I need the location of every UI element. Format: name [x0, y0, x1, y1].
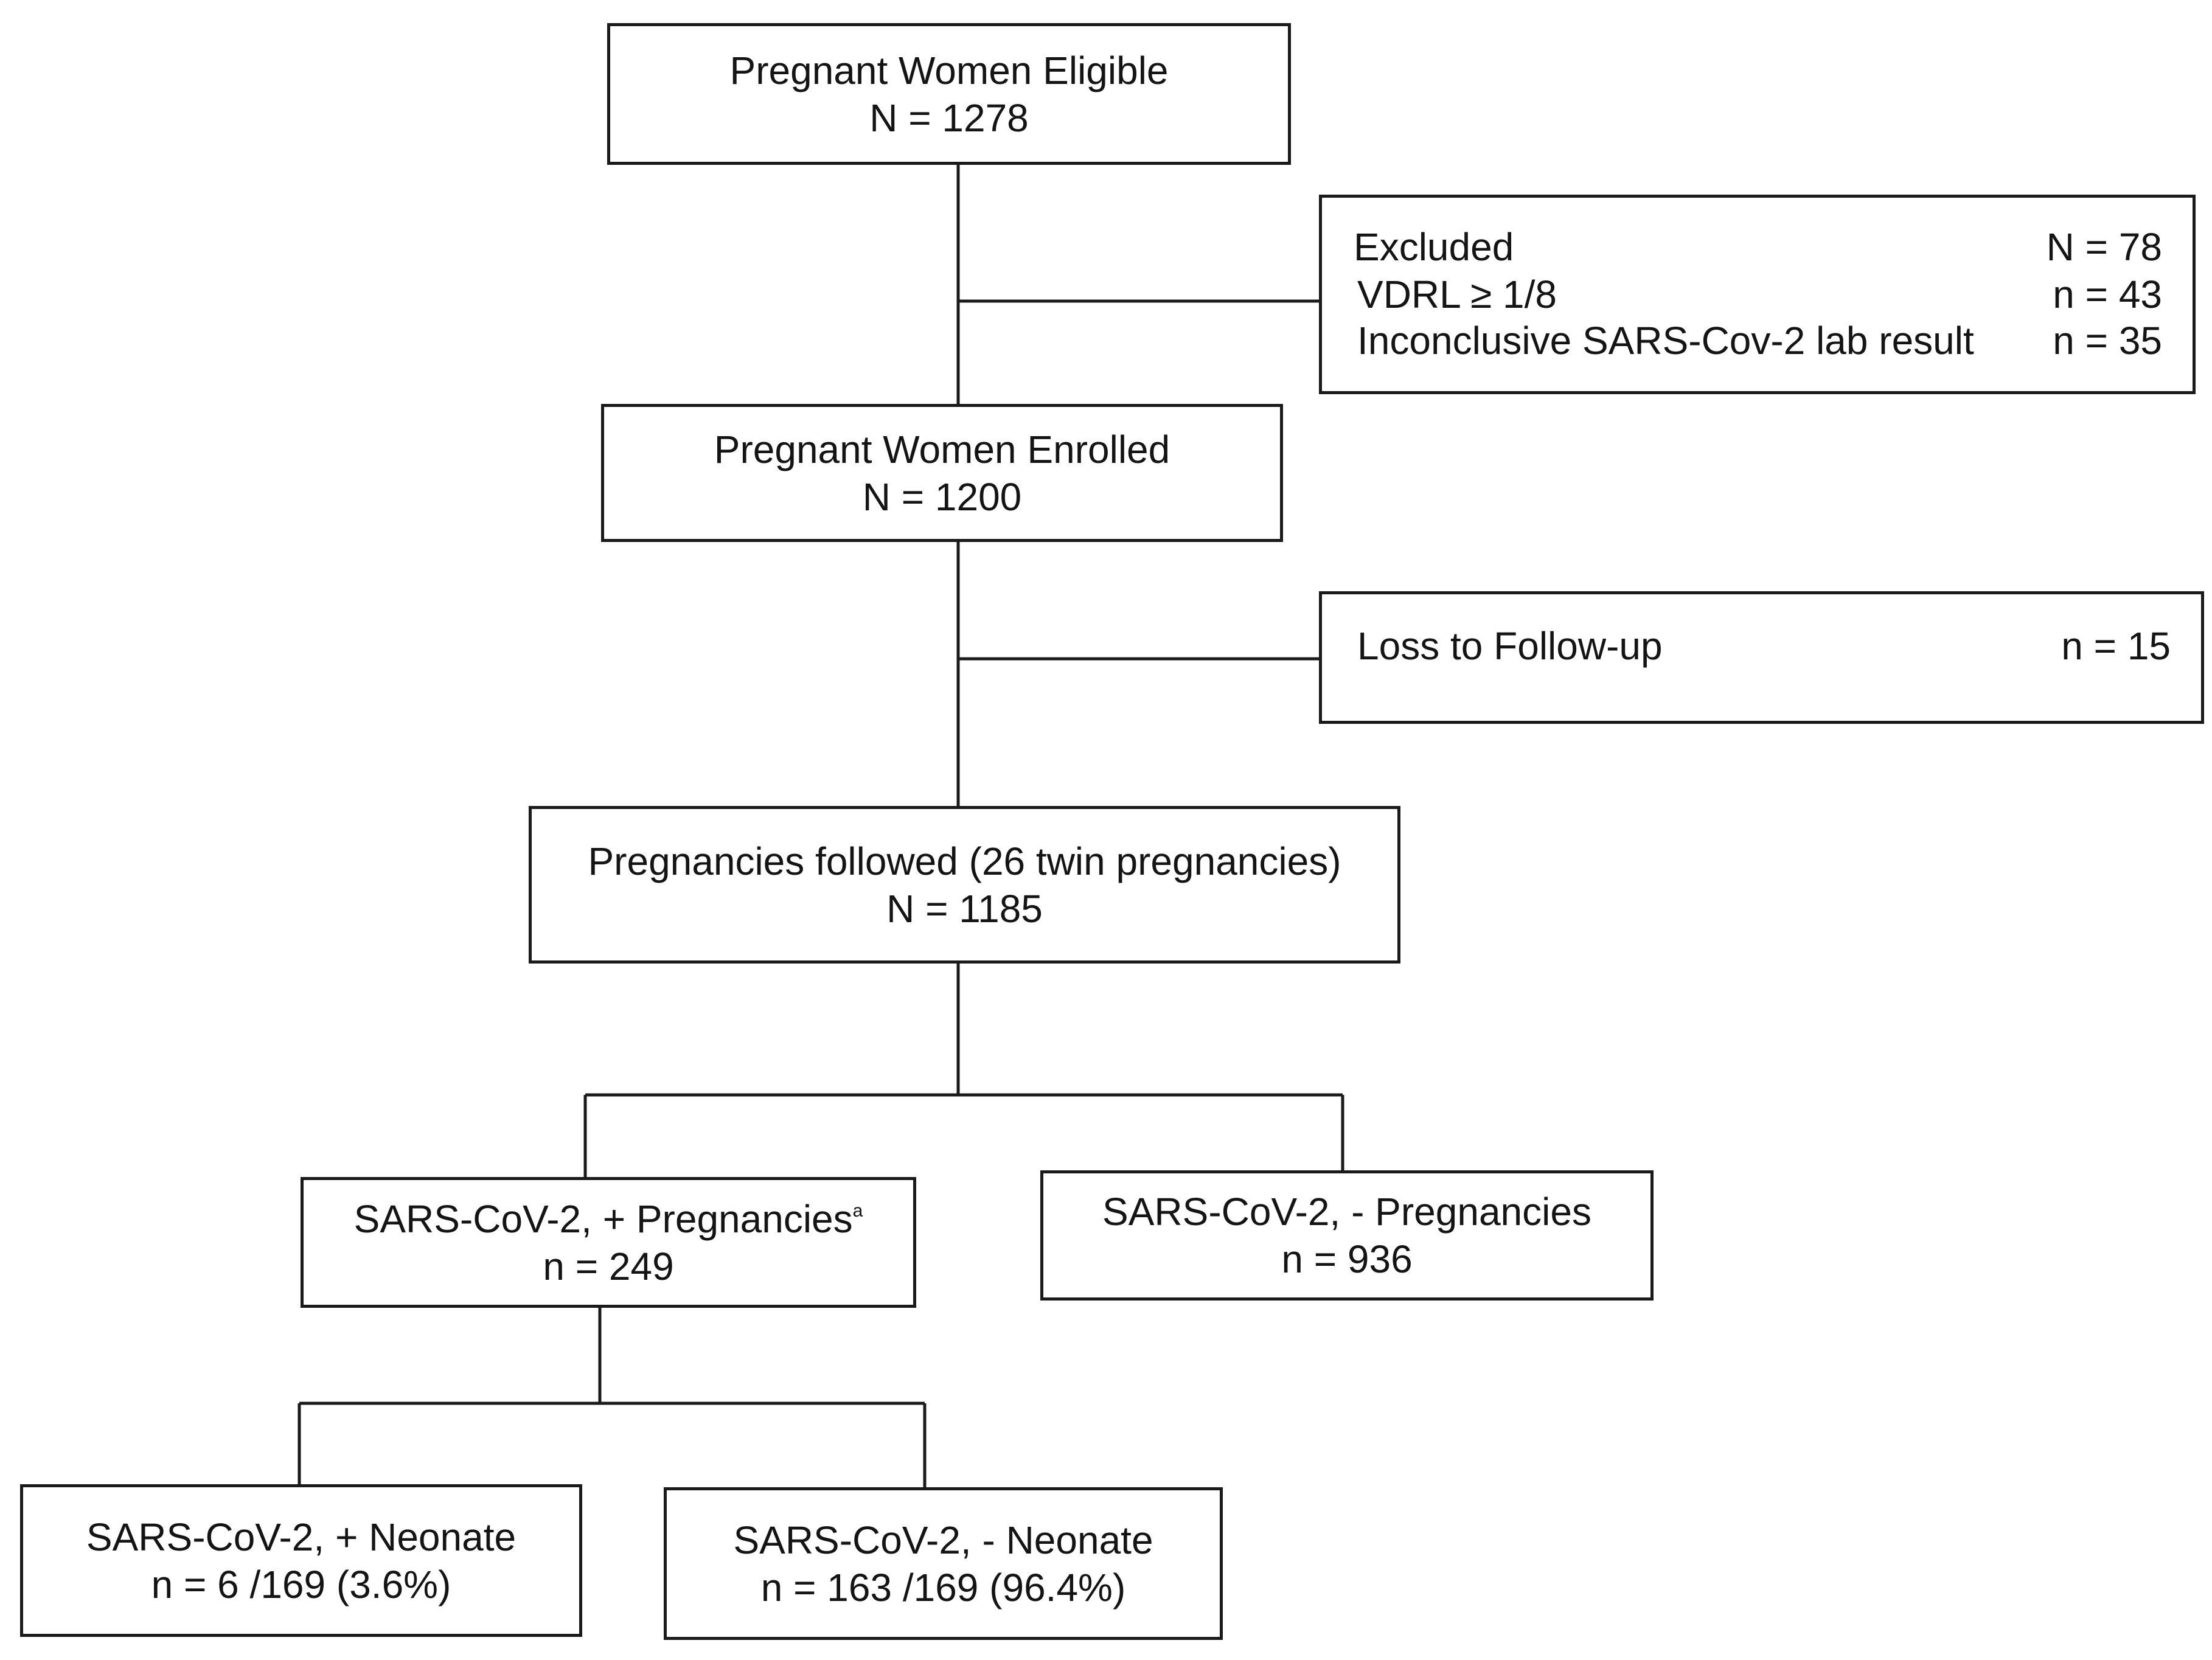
negative-pregnancies-title: SARS-CoV-2, - Pregnancies: [1102, 1190, 1591, 1234]
inconclusive-count: n = 35: [2053, 319, 2162, 363]
loss-row: Loss to Follow-up n = 15: [1354, 622, 2171, 670]
excluded-row-vdrl: VDRL ≥ 1/8 n = 43: [1354, 271, 2162, 318]
positive-pregnancies-count: n = 249: [543, 1244, 674, 1288]
negative-pregnancies-count: n = 936: [1281, 1237, 1413, 1281]
excluded-label: Excluded: [1354, 225, 1514, 269]
eligible-box: Pregnant Women Eligible N = 1278: [607, 23, 1291, 165]
excluded-box: Excluded N = 78 VDRL ≥ 1/8 n = 43 Inconc…: [1319, 195, 2196, 394]
enrolled-title: Pregnant Women Enrolled: [714, 427, 1170, 471]
footnote-mark: a: [852, 1200, 863, 1221]
negative-pregnancies-box: SARS-CoV-2, - Pregnancies n = 936: [1040, 1170, 1654, 1301]
excluded-row-inconclusive: Inconclusive SARS-Cov-2 lab result n = 3…: [1354, 317, 2162, 364]
eligible-count: N = 1278: [869, 96, 1029, 140]
loss-box: Loss to Follow-up n = 15: [1319, 591, 2204, 724]
excluded-row-total: Excluded N = 78: [1354, 223, 2162, 271]
followed-count: N = 1185: [886, 886, 1043, 931]
positive-pregnancies-box: SARS-CoV-2, + Pregnanciesa n = 249: [301, 1177, 916, 1308]
vdrl-label: VDRL ≥ 1/8: [1357, 273, 1557, 316]
positive-pregnancies-title: SARS-CoV-2, + Pregnanciesa: [354, 1195, 863, 1243]
loss-count: n = 15: [2061, 624, 2171, 668]
excluded-count: N = 78: [2046, 225, 2162, 269]
negative-neonate-count: n = 163 /169 (96.4%): [760, 1565, 1126, 1610]
eligible-title: Pregnant Women Eligible: [729, 48, 1169, 92]
positive-neonate-box: SARS-CoV-2, + Neonate n = 6 /169 (3.6%): [20, 1484, 582, 1637]
followed-box: Pregnancies followed (26 twin pregnancie…: [529, 806, 1400, 964]
inconclusive-label: Inconclusive SARS-Cov-2 lab result: [1357, 319, 1974, 363]
enrolled-box: Pregnant Women Enrolled N = 1200: [601, 404, 1283, 542]
vdrl-count: n = 43: [2053, 273, 2162, 316]
enrolled-count: N = 1200: [862, 474, 1022, 519]
positive-neonate-count: n = 6 /169 (3.6%): [151, 1562, 451, 1606]
negative-neonate-box: SARS-CoV-2, - Neonate n = 163 /169 (96.4…: [664, 1487, 1223, 1640]
negative-neonate-title: SARS-CoV-2, - Neonate: [733, 1518, 1153, 1562]
positive-pregnancies-title-text: SARS-CoV-2, + Pregnancies: [353, 1196, 853, 1241]
followed-title: Pregnancies followed (26 twin pregnancie…: [588, 839, 1341, 883]
positive-neonate-title: SARS-CoV-2, + Neonate: [86, 1515, 516, 1559]
loss-label: Loss to Follow-up: [1357, 624, 1663, 668]
